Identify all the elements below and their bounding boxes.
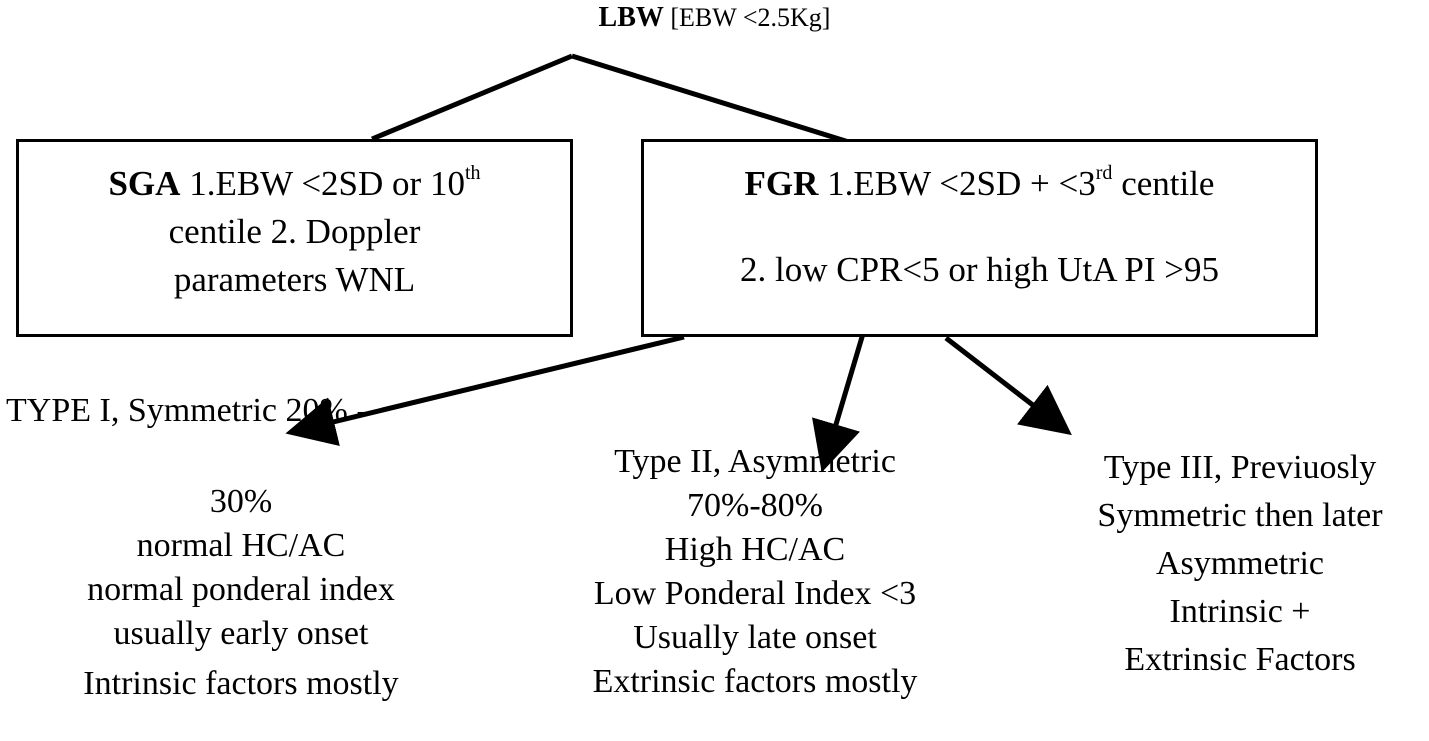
type3-line: Symmetric then later <box>1097 497 1383 534</box>
root-label: LBW <box>598 2 664 33</box>
type1-line: normal HC/AC <box>136 527 346 564</box>
type2-line: Extrinsic factors mostly <box>592 663 918 700</box>
fgr-line1: FGR 1.EBW <2SD + <3rd centile <box>744 162 1215 203</box>
type1-heading: TYPE I, Symmetric 20% - <box>6 392 368 429</box>
type3-line: Extrinsic Factors <box>1124 641 1356 678</box>
type1-line: Intrinsic factors mostly <box>83 665 399 702</box>
type2-line: Usually late onset <box>633 619 877 656</box>
root-to-sga-line <box>371 53 573 142</box>
root-node-lbw: LBW [EBW <2.5Kg] <box>0 2 1429 34</box>
type3-line: Intrinsic + <box>1169 593 1311 630</box>
type2-line: 70%-80% <box>687 487 823 524</box>
fgr-label: FGR <box>744 164 819 203</box>
type1-block: 30% normal HC/AC normal ponderal index u… <box>6 480 476 706</box>
fgr-box: FGR 1.EBW <2SD + <3rd centile 2. low CPR… <box>641 139 1318 337</box>
type1-line: normal ponderal index <box>87 571 395 608</box>
type2-line: High HC/AC <box>664 531 846 568</box>
type2-line: Low Ponderal Index <3 <box>593 575 917 612</box>
sga-line3: parameters WNL <box>173 260 416 299</box>
sga-label: SGA <box>108 164 181 203</box>
type1-line: 30% <box>209 483 273 520</box>
type3-block: Type III, Previuosly Symmetric then late… <box>1040 444 1429 684</box>
sga-line2: centile 2. Doppler <box>168 212 421 251</box>
root-criteria: [EBW <2.5Kg] <box>663 3 831 32</box>
type2-line: Type II, Asymmetric <box>614 443 896 480</box>
type3-line: Asymmetric <box>1155 545 1325 582</box>
type1-line: usually early onset <box>113 615 369 652</box>
type3-line: Type III, Previuosly <box>1103 449 1377 486</box>
sga-box: SGA 1.EBW <2SD or 10th centile 2. Dopple… <box>16 139 573 337</box>
fgr-line2: 2. low CPR<5 or high UtA PI >95 <box>740 250 1219 289</box>
sga-line1: SGA 1.EBW <2SD or 10th <box>108 162 481 203</box>
root-to-fgr-line <box>571 53 853 146</box>
fgr-to-type3-arrow <box>944 336 1072 436</box>
fgr-to-type1-arrow <box>285 334 685 447</box>
type2-block: Type II, Asymmetric 70%-80% High HC/AC L… <box>530 440 980 704</box>
